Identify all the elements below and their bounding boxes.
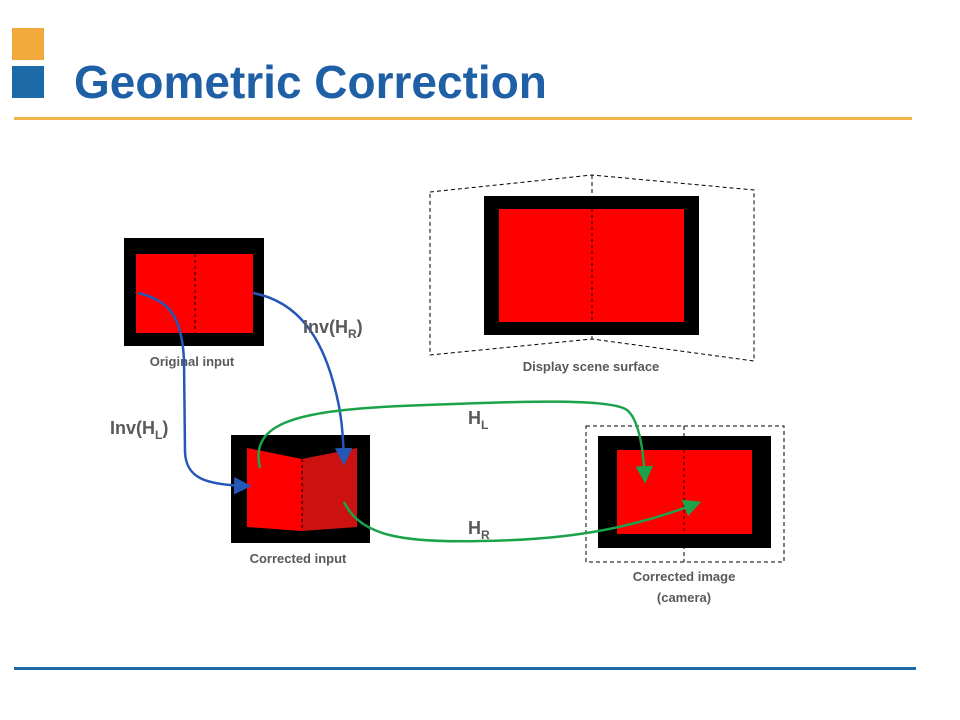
inv-hl-label: Inv(HL) [110,418,168,442]
accent-square-orange [12,28,44,60]
inv-hr-label: Inv(HR) [303,317,363,341]
slide-title: Geometric Correction [74,56,547,108]
hr-label: HR [468,518,490,542]
hr-arrow [342,499,702,543]
inv-hl-arrow [137,291,252,495]
hl-arrow [257,400,654,484]
corrected-image-camera: Corrected image (camera) [585,425,785,605]
footer-rule [14,667,916,670]
inv-hr-arrow [252,291,353,466]
original-input: Original input [124,238,264,369]
original-input-caption: Original input [150,354,235,369]
corrected-image-caption-line1: Corrected image [633,569,736,584]
display-surface-caption: Display scene surface [523,359,660,374]
hl-label: HL [468,408,488,432]
display-scene-surface: Display scene surface [429,174,755,374]
corrected-image-caption-line2: (camera) [657,590,711,605]
corrected-input: Corrected input [231,435,370,566]
camera-view-outline [585,425,785,563]
corrected-input-caption: Corrected input [250,551,347,566]
title-underline [14,117,912,120]
corrected-input-right-panel [302,448,357,531]
accent-square-blue [12,66,44,98]
corrected-input-left-panel [247,448,302,531]
